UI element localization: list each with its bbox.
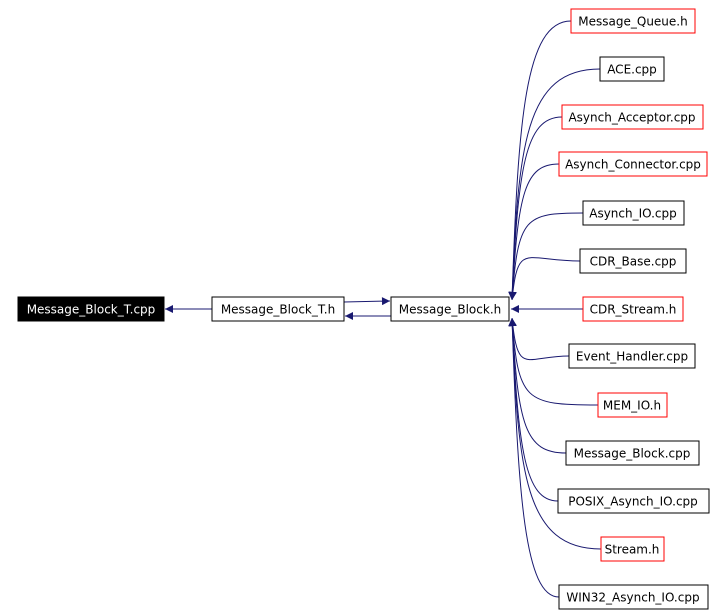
edge-asynch-io-cpp-to-message-block-h (508, 212, 584, 301)
node-label: CDR_Stream.h (590, 303, 677, 317)
node-message-block-t-h[interactable]: Message_Block_T.h (211, 296, 345, 322)
node-box (17, 296, 165, 322)
node-label: WIN32_Asynch_IO.cpp (566, 591, 699, 605)
node-posix-asynch-io-cpp[interactable]: POSIX_Asynch_IO.cpp (557, 488, 710, 514)
node-label: Message_Block_T.h (221, 303, 335, 317)
edge-asynch-acceptor-cpp-to-message-block-h (508, 116, 563, 301)
node-label: MEM_IO.h (603, 399, 661, 413)
node-box (582, 296, 684, 322)
node-message-block-t-cpp[interactable]: Message_Block_T.cpp (17, 296, 165, 322)
node-ace-cpp[interactable]: ACE.cpp (599, 56, 665, 82)
node-box (568, 343, 696, 369)
node-message-queue-h[interactable]: Message_Queue.h (570, 8, 696, 34)
node-box (597, 392, 668, 418)
edge-asynch-connector-cpp-to-message-block-h (508, 163, 560, 301)
edge-message-queue-h-to-message-block-h (508, 20, 572, 301)
node-mem-io-h[interactable]: MEM_IO.h (597, 392, 668, 418)
node-cdr-base-cpp[interactable]: CDR_Base.cpp (579, 248, 687, 274)
node-label: Asynch_IO.cpp (589, 207, 677, 221)
node-box (599, 56, 665, 82)
node-asynch-connector-cpp[interactable]: Asynch_Connector.cpp (558, 151, 708, 177)
node-box (570, 8, 696, 34)
node-box (390, 296, 510, 322)
node-label: Message_Block.h (399, 303, 501, 317)
edge-posix-asynch-io-cpp-to-message-block-h (508, 317, 559, 502)
edges (165, 20, 602, 598)
node-stream-h[interactable]: Stream.h (600, 536, 665, 562)
edge-message-block-t-h-to-message-block-h (343, 297, 391, 306)
edge-cdr-base-cpp-to-message-block-h (508, 257, 581, 301)
node-cdr-stream-h[interactable]: CDR_Stream.h (582, 296, 684, 322)
node-label: Asynch_Acceptor.cpp (568, 111, 695, 125)
node-message-block-h[interactable]: Message_Block.h (390, 296, 510, 322)
node-label: ACE.cpp (607, 63, 657, 77)
node-label: Message_Block_T.cpp (27, 303, 156, 317)
node-box (211, 296, 345, 322)
node-asynch-io-cpp[interactable]: Asynch_IO.cpp (582, 200, 685, 226)
node-label: POSIX_Asynch_IO.cpp (568, 495, 698, 509)
node-box (557, 488, 710, 514)
edge-mem-io-h-to-message-block-h (508, 317, 599, 406)
node-box (579, 248, 687, 274)
node-label: Message_Block.cpp (574, 447, 691, 461)
node-box (600, 536, 665, 562)
node-label: Asynch_Connector.cpp (565, 158, 701, 172)
node-event-handler-cpp[interactable]: Event_Handler.cpp (568, 343, 696, 369)
node-box (565, 440, 700, 466)
node-box (558, 151, 708, 177)
edge-win32-asynch-io-cpp-to-message-block-h (508, 317, 560, 598)
node-label: Stream.h (605, 543, 660, 557)
node-win32-asynch-io-cpp[interactable]: WIN32_Asynch_IO.cpp (558, 584, 709, 610)
node-label: Message_Queue.h (578, 15, 687, 29)
node-label: Event_Handler.cpp (576, 350, 688, 364)
node-box (561, 104, 704, 130)
node-box (582, 200, 685, 226)
edge-event-handler-cpp-to-message-block-h (508, 317, 570, 361)
node-label: CDR_Base.cpp (590, 255, 677, 269)
node-asynch-acceptor-cpp[interactable]: Asynch_Acceptor.cpp (561, 104, 704, 130)
node-box (558, 584, 709, 610)
node-message-block-cpp[interactable]: Message_Block.cpp (565, 440, 700, 466)
